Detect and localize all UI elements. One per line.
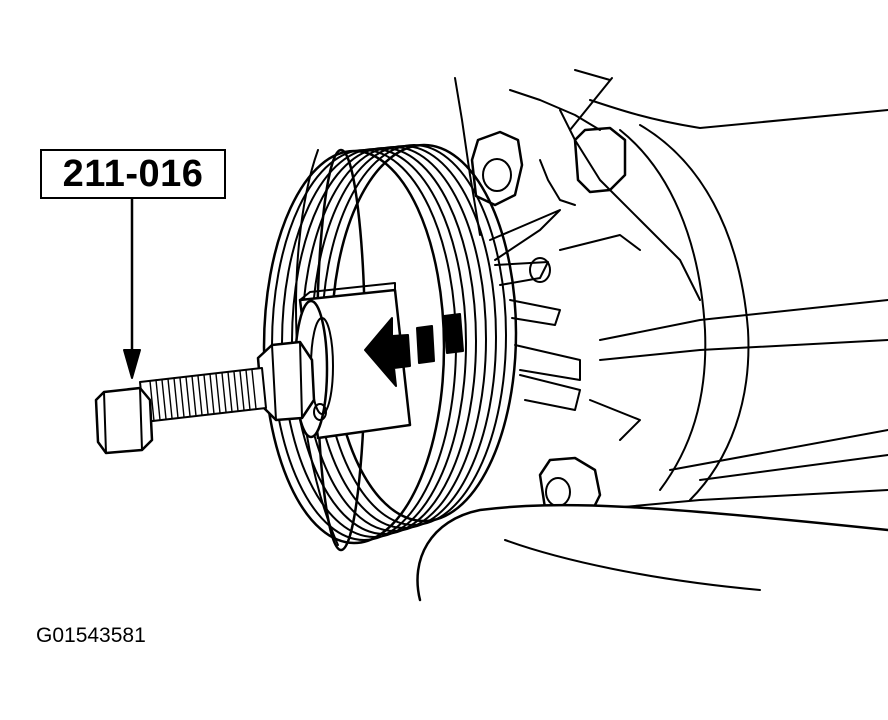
tool-number-label: 211-016 (62, 152, 204, 195)
screw-head (94, 386, 154, 455)
engine-housing (454, 69, 888, 511)
lower-cover (416, 503, 888, 602)
threaded-rod (139, 367, 267, 423)
puller-nut (256, 340, 316, 422)
direction-arrow (364, 313, 464, 387)
figure-id-label: G01543581 (36, 624, 146, 647)
tool-callout-box: 211-016 (40, 149, 226, 199)
callout-leader (123, 197, 141, 379)
spokes (489, 209, 641, 441)
upper-bolt (470, 126, 627, 207)
